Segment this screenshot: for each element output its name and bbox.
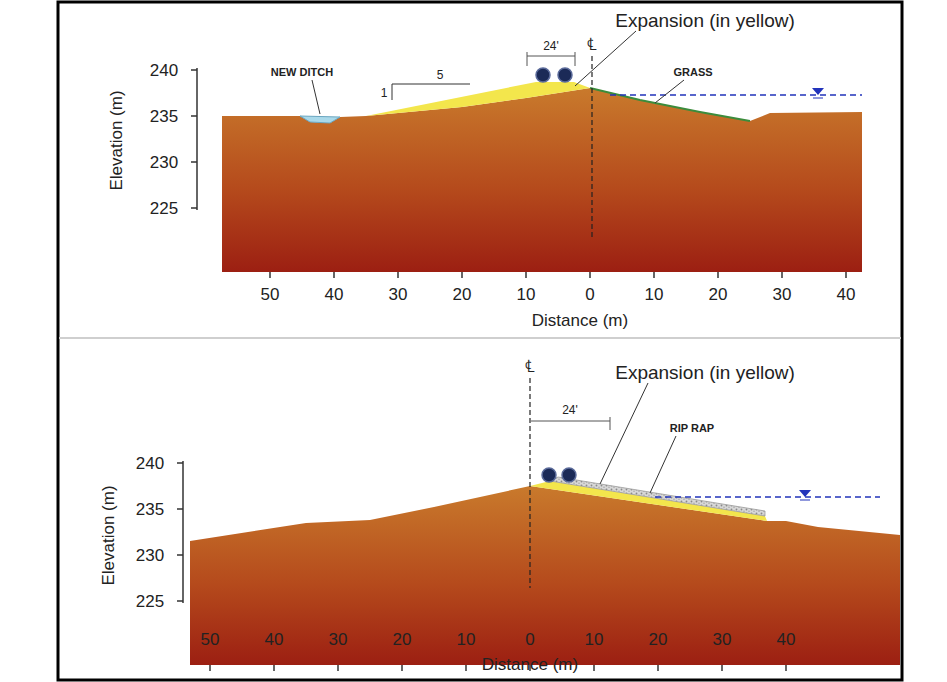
water-symbol [800,500,810,501]
dimension-text: 24' [543,40,559,52]
dimension-text: 24' [562,404,578,416]
dimension-line [531,421,610,422]
axis-tick-label: 0 [585,286,594,303]
axis-tick-label: 230 [136,547,164,564]
pipe [562,468,576,482]
axis-tick-label: 40 [265,631,284,648]
axis-tick-label: 30 [773,286,792,303]
panel-separator [59,337,901,339]
axis [182,461,184,603]
axis-tick-label: 40 [777,631,796,648]
pipe [542,468,556,482]
axis-tick-label: 50 [261,286,280,303]
water-level [655,496,880,498]
axis-tick-label: 235 [136,501,164,518]
dimension-line [610,417,611,430]
water-symbol [799,490,811,497]
frame [58,2,902,680]
centerline [529,378,530,588]
axis-tick-label: 225 [136,593,164,610]
leader-line [312,80,320,114]
expansion-fill [530,481,767,521]
axis-tick-label: 225 [150,200,178,217]
leader-line [575,31,636,86]
callout-text: Expansion (in yellow) [615,363,795,382]
axis-tick-label: 40 [837,286,856,303]
axis-tick-label: 50 [201,631,220,648]
slope-number: 5 [437,69,444,81]
axis-tick-label: 30 [389,286,408,303]
axis-tick-label: 10 [645,286,664,303]
axis-title: Distance (m) [532,312,628,329]
ground-section [222,88,862,272]
axis-title: Elevation (m) [99,485,116,585]
slope-number: 1 [381,87,388,99]
axis-tick-label: 10 [585,631,604,648]
ground-section [190,486,900,665]
callout-text: GRASS [673,67,712,78]
axis-tick-label: 235 [150,108,178,125]
axis [196,68,198,210]
axis-tick-label: 30 [713,631,732,648]
axis-tick-label: 240 [136,455,164,472]
axis-tick-label: 40 [325,286,344,303]
axis-tick-label: 240 [150,62,178,79]
axis-tick-label: 30 [329,631,348,648]
axis-title: Distance (m) [482,656,578,673]
axis-tick-label: 20 [709,286,728,303]
axis-tick-label: 10 [457,631,476,648]
callout-text: RIP RAP [670,423,714,434]
axis-tick-label: 20 [649,631,668,648]
pipe [536,68,550,82]
water-level [610,94,862,96]
grass-line [590,88,750,121]
axis-tick-label: 20 [453,286,472,303]
slope-indicator [392,84,393,100]
centerline-symbol: ℄ [525,358,535,375]
leader-line [600,383,648,484]
axis-tick-label: 0 [525,631,534,648]
axis-tick-label: 10 [517,286,536,303]
dimension-line [527,56,575,57]
dimension-line [527,52,528,66]
centerline [591,56,592,238]
water-symbol [812,88,824,95]
axis-ticks [191,70,846,278]
axis-ticks [177,463,786,671]
leader-line [655,80,684,103]
dimension-line [575,52,576,66]
callout-text: NEW DITCH [271,67,333,78]
axis-tick-label: 20 [393,631,412,648]
water-symbol [813,98,823,99]
pipe [558,68,572,82]
axis-title: Elevation (m) [107,90,124,190]
callout-text: Expansion (in yellow) [615,11,795,30]
centerline-symbol: ℄ [587,36,597,53]
slope-indicator [392,84,470,85]
leader-line [650,436,676,493]
axis-tick-label: 230 [150,154,178,171]
new-ditch [300,116,340,123]
expansion-fill [366,82,590,116]
